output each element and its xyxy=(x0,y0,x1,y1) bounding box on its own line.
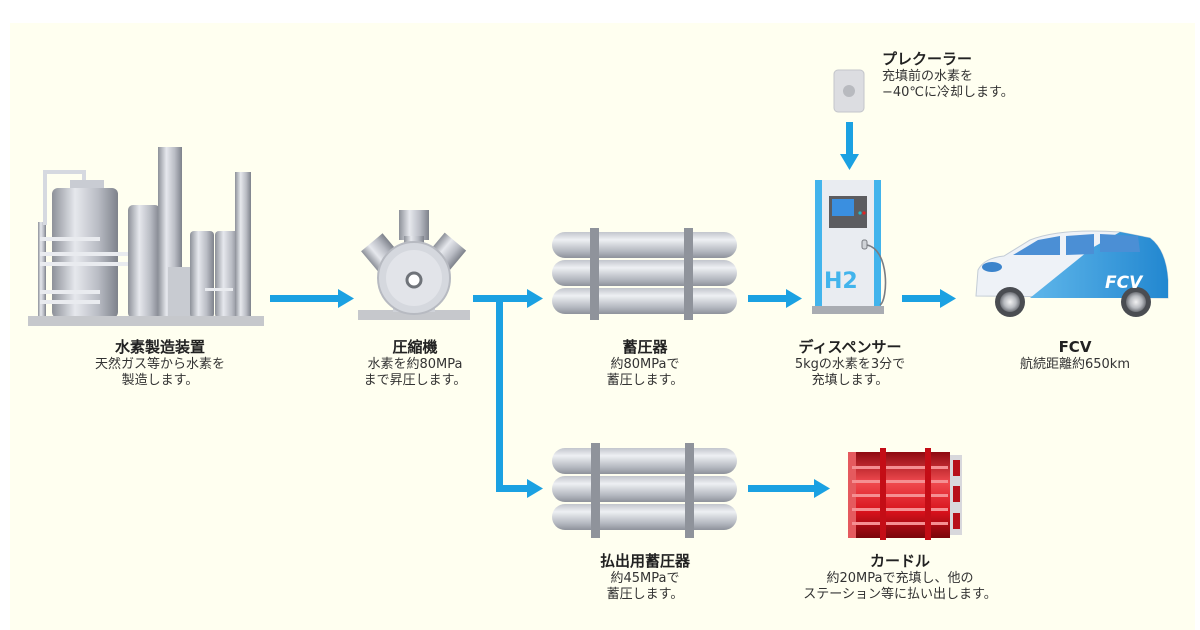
node-desc-line: 5kgの水素を3分で xyxy=(794,357,906,372)
node-desc-line: 航続距離約650km xyxy=(1019,357,1130,372)
hydrogen-plant-icon xyxy=(28,147,264,326)
node-desc-line: 蓄圧します。 xyxy=(606,373,684,388)
node-desc-line: 製造します。 xyxy=(121,373,199,388)
pressure-tank-icon xyxy=(552,228,737,320)
node-precooler: プレクーラー 充填前の水素を −40℃に冷却します。 xyxy=(882,50,1072,101)
node-desc-line: 充填します。 xyxy=(811,373,889,388)
node-desc-line: −40℃に冷却します。 xyxy=(882,85,1014,100)
node-title: 払出用蓄圧器 xyxy=(599,552,690,570)
node-desc-line: 蓄圧します。 xyxy=(606,587,684,602)
node-desc-line: まで昇圧します。 xyxy=(363,373,467,388)
node-title: プレクーラー xyxy=(882,50,973,68)
node-desc-line: ステーション等に払い出します。 xyxy=(803,587,997,602)
node-desc-line: 天然ガス等から水素を xyxy=(94,357,225,372)
node-title: 蓄圧器 xyxy=(622,338,668,356)
node-desc-line: 約80MPaで xyxy=(610,357,680,372)
node-desc-line: 水素を約80MPa xyxy=(367,357,463,372)
node-desc-line: 約20MPaで充填し、他の xyxy=(826,571,974,586)
arrow-discharge-to-curdle xyxy=(748,479,830,498)
node-compressor: 圧縮機 水素を約80MPa まで昇圧します。 xyxy=(330,338,500,389)
node-curdle: カードル 約20MPaで充填し、他の ステーション等に払い出します。 xyxy=(770,552,1030,603)
node-discharge-accumulator: 払出用蓄圧器 約45MPaで 蓄圧します。 xyxy=(565,552,725,603)
discharge-pressure-tank-icon xyxy=(552,443,737,538)
arrow-accumulator-to-dispenser xyxy=(748,289,802,308)
arrow-precooler-to-dispenser xyxy=(840,122,859,170)
arrow-dispenser-to-fcv xyxy=(902,289,956,308)
node-title: 水素製造装置 xyxy=(114,338,205,356)
dispenser-h2-label: H2 xyxy=(824,269,858,294)
node-title: 圧縮機 xyxy=(392,338,438,356)
arrow-compressor-to-accumulator xyxy=(473,289,543,308)
node-dispenser: ディスペンサー 5kgの水素を3分で 充填します。 xyxy=(770,338,930,389)
node-desc-line: 充填前の水素を xyxy=(882,69,974,84)
node-title: ディスペンサー xyxy=(798,338,902,356)
node-title: FCV xyxy=(1058,338,1092,356)
node-production: 水素製造装置 天然ガス等から水素を 製造します。 xyxy=(40,338,280,389)
node-fcv: FCV 航続距離約650km xyxy=(1000,338,1150,373)
arrow-compressor-to-discharge-accumulator xyxy=(496,298,543,498)
car-fcv-label: FCV xyxy=(1105,273,1144,293)
arrow-production-to-compressor xyxy=(270,289,354,308)
node-accumulator: 蓄圧器 約80MPaで 蓄圧します。 xyxy=(570,338,720,389)
cylinder-bundle-icon xyxy=(848,448,962,540)
node-desc-line: 約45MPaで xyxy=(610,571,680,586)
car-icon: FCV xyxy=(975,230,1169,317)
node-title: カードル xyxy=(869,552,930,570)
compressor-icon xyxy=(358,210,470,320)
dispenser-icon xyxy=(812,180,887,314)
precooler-icon xyxy=(833,69,865,113)
